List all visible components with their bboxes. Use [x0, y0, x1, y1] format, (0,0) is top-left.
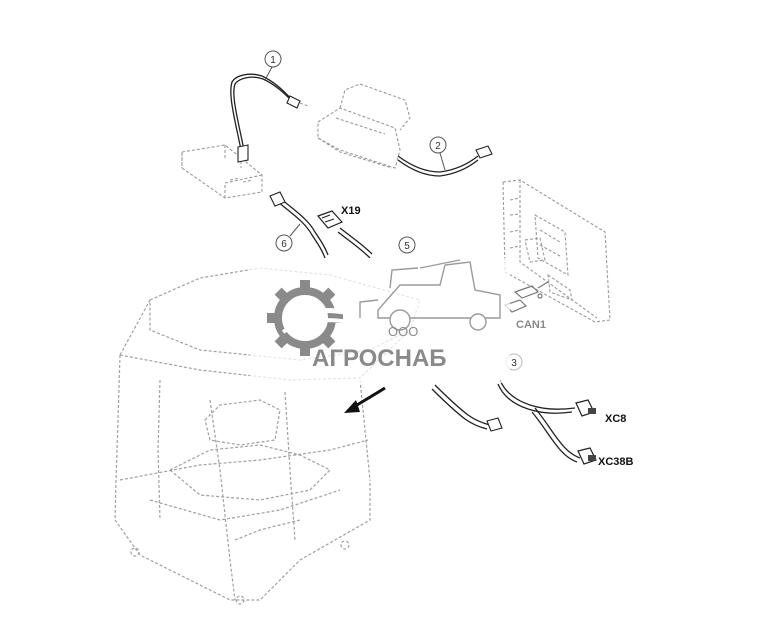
terminal-unit: [317, 83, 411, 169]
can1-label: CAN1: [516, 319, 546, 331]
xc8-label: XC8: [605, 413, 626, 425]
xc38b-connector: [577, 447, 597, 465]
harness-2: [397, 155, 479, 177]
watermark-prefix: ООО: [388, 324, 418, 339]
harness-6-plug: [269, 191, 286, 207]
callout-5-label: 5: [404, 241, 410, 252]
harness-6: [277, 198, 329, 259]
harness-5: [337, 227, 373, 259]
harness-1: [230, 73, 294, 151]
watermark-company: АГРОСНАБ: [312, 345, 447, 372]
gear-icon: [267, 280, 351, 356]
callout-5: 5: [398, 236, 416, 254]
callout-2: 2: [429, 136, 447, 171]
harness-3-plug: [486, 417, 503, 432]
direction-arrow: [344, 386, 386, 413]
combine-harvester-icon: [359, 259, 501, 331]
xc38b-label: XC38B: [598, 456, 634, 468]
callout-2-label: 2: [435, 141, 441, 152]
callout-1-label: 1: [270, 55, 276, 66]
harness-3: [431, 379, 581, 463]
xc8-connector: [575, 399, 596, 417]
harness-1-plug: [237, 95, 309, 170]
callout-6-label: 6: [281, 239, 287, 250]
watermark: ООО АГРОСНАБ: [250, 258, 510, 383]
x19-label: X19: [341, 205, 361, 217]
callout-3-label: 3: [511, 358, 517, 369]
x19-connector: [316, 210, 344, 229]
callout-1: 1: [264, 50, 282, 81]
callout-6: 6: [275, 223, 301, 252]
control-unit: [181, 144, 263, 199]
harness-2-plug: [475, 145, 493, 159]
can-connector: [503, 281, 549, 313]
